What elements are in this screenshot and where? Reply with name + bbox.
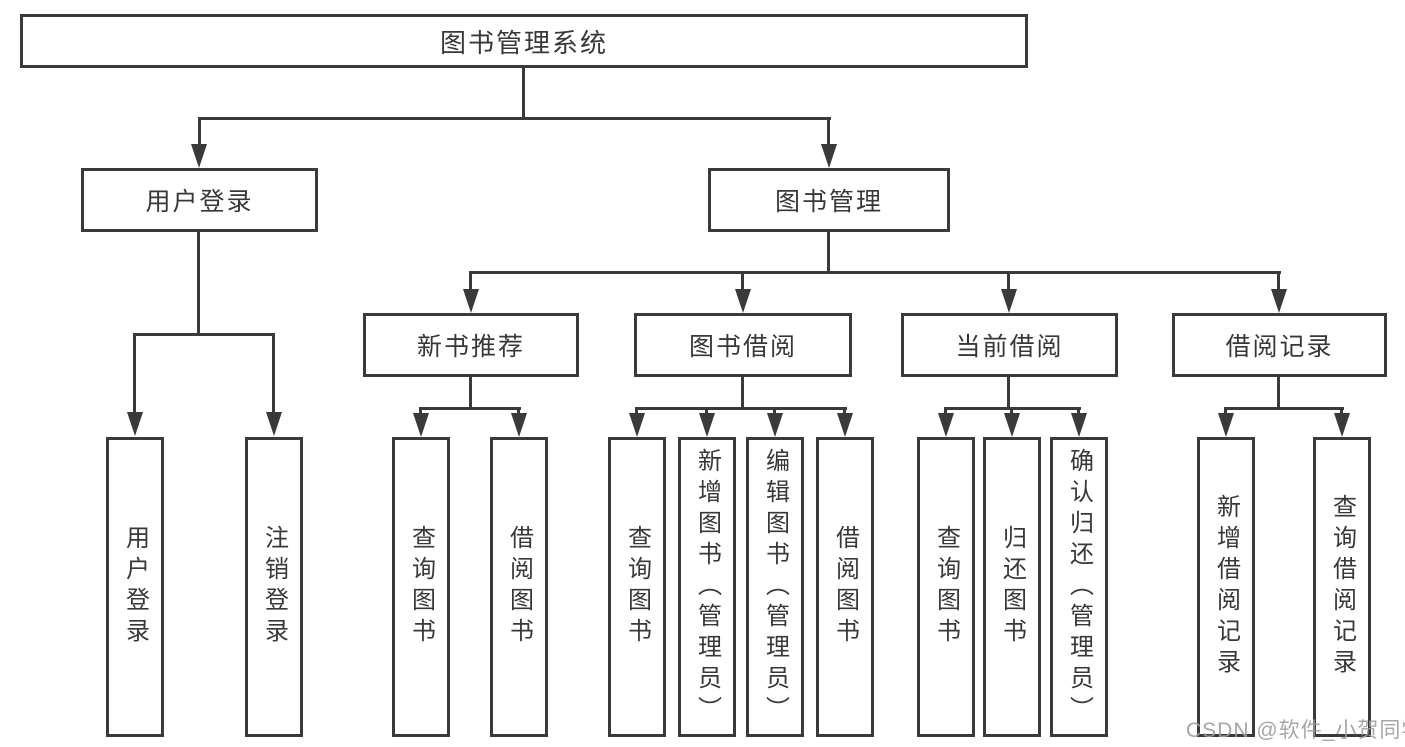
line <box>944 407 947 417</box>
leaf-query-books-borrowing: 查询图书 <box>608 437 666 737</box>
leaf-borrow-books-recommend: 借阅图书 <box>490 437 548 737</box>
arrowhead <box>938 413 954 437</box>
line <box>198 117 831 120</box>
node-borrow-records: 借阅记录 <box>1172 313 1387 377</box>
arrowhead <box>1334 413 1350 437</box>
csdn-watermark: CSDN @软件_小贺同学 <box>1186 719 1405 742</box>
line <box>1277 271 1280 292</box>
line <box>1277 377 1280 409</box>
node-new-book-recommend: 新书推荐 <box>363 313 579 377</box>
node-user-login: 用户登录 <box>81 168 318 232</box>
arrowhead <box>1218 413 1234 437</box>
arrowhead <box>629 413 645 437</box>
line <box>773 407 776 417</box>
line <box>198 117 201 147</box>
line <box>635 407 847 410</box>
line <box>197 232 200 334</box>
arrowhead <box>821 144 837 168</box>
line <box>1224 407 1227 417</box>
line <box>522 68 525 117</box>
line <box>419 407 422 417</box>
line <box>827 117 830 147</box>
leaf-user-login: 用户登录 <box>106 437 164 737</box>
line <box>272 333 275 413</box>
arrowhead <box>767 413 783 437</box>
arrowhead <box>699 413 715 437</box>
node-book-borrowing: 图书借阅 <box>634 313 852 377</box>
leaf-query-borrow-record: 查询借阅记录 <box>1313 437 1371 737</box>
leaf-add-borrow-record: 新增借阅记录 <box>1197 437 1255 737</box>
leaf-edit-book-admin: 编辑图书（管理员） <box>746 437 804 737</box>
arrowhead <box>463 289 479 313</box>
node-book-management-system: 图书管理系统 <box>20 14 1028 68</box>
line <box>133 333 136 413</box>
arrowhead <box>266 412 282 436</box>
arrowhead <box>735 289 751 313</box>
node-book-management: 图书管理 <box>708 168 950 232</box>
line <box>1077 407 1080 417</box>
line <box>827 232 830 273</box>
leaf-query-books-recommend: 查询图书 <box>392 437 450 737</box>
node-current-borrowing: 当前借阅 <box>901 313 1118 377</box>
line <box>635 407 638 417</box>
line <box>1007 377 1010 409</box>
leaf-query-books-current: 查询图书 <box>917 437 975 737</box>
arrowhead <box>127 412 143 436</box>
arrowhead <box>1001 289 1017 313</box>
arrowhead <box>837 413 853 437</box>
arrowhead <box>1271 289 1287 313</box>
arrowhead <box>191 144 207 168</box>
leaf-borrow-books-borrowing: 借阅图书 <box>816 437 874 737</box>
line <box>843 407 846 417</box>
line <box>469 271 1281 274</box>
leaf-confirm-return-admin: 确认归还（管理员） <box>1050 437 1108 737</box>
line <box>1010 407 1013 417</box>
line <box>517 407 520 417</box>
leaf-logout: 注销登录 <box>245 437 303 737</box>
leaf-return-book: 归还图书 <box>983 437 1041 737</box>
line <box>741 377 744 409</box>
line <box>1224 407 1344 410</box>
line <box>741 271 744 292</box>
leaf-add-book-admin: 新增图书（管理员） <box>678 437 736 737</box>
line <box>469 271 472 292</box>
arrowhead <box>413 413 429 437</box>
line <box>1340 407 1343 417</box>
arrowhead <box>1071 413 1087 437</box>
line <box>1007 271 1010 292</box>
line <box>419 407 521 410</box>
line <box>705 407 708 417</box>
line <box>133 333 275 336</box>
arrowhead <box>511 413 527 437</box>
arrowhead <box>1004 413 1020 437</box>
line <box>469 377 472 409</box>
